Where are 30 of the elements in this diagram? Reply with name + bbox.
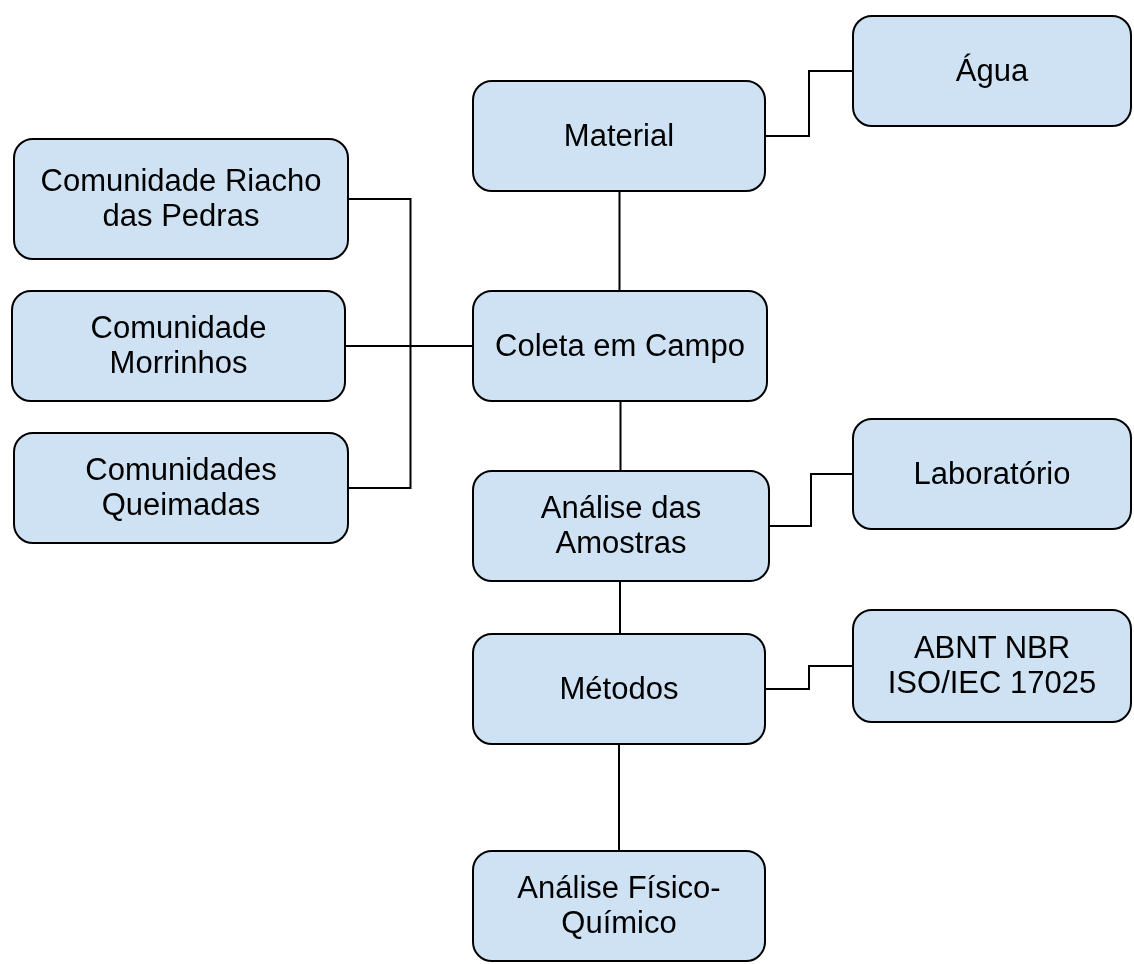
process-box (472, 850, 766, 962)
box-label: Água (955, 53, 1029, 89)
process-box (472, 290, 768, 402)
process-box (852, 609, 1132, 723)
process-box (11, 290, 346, 402)
process-box (472, 633, 766, 745)
box-label: Laboratório (913, 456, 1071, 492)
connector-line (765, 70, 853, 137)
box-label: Comunidades Queimadas (84, 453, 278, 523)
box-label: Análise Físico-Químico (516, 871, 722, 941)
box-label: Comunidade Riacho das Pedras (39, 164, 323, 234)
process-box (13, 138, 349, 260)
box-label: Material (563, 118, 675, 154)
box-label: Análise das Amostras (539, 491, 703, 561)
connector-line (619, 581, 621, 634)
connector-line (619, 401, 622, 471)
connector-line (618, 744, 620, 851)
process-box (472, 470, 770, 582)
connector-line (765, 665, 853, 690)
box-label: Coleta em Campo (495, 328, 745, 364)
connector-line (769, 473, 853, 527)
box-label: Comunidade Morrinhos (89, 311, 268, 381)
process-box (852, 418, 1132, 530)
box-label: ABNT NBR ISO/IEC 17025 (886, 631, 1098, 701)
process-box (472, 80, 766, 192)
connector-line (618, 191, 621, 291)
box-label: Métodos (559, 671, 679, 707)
process-box (852, 15, 1132, 127)
connector-line (348, 345, 473, 489)
process-box (13, 432, 349, 544)
